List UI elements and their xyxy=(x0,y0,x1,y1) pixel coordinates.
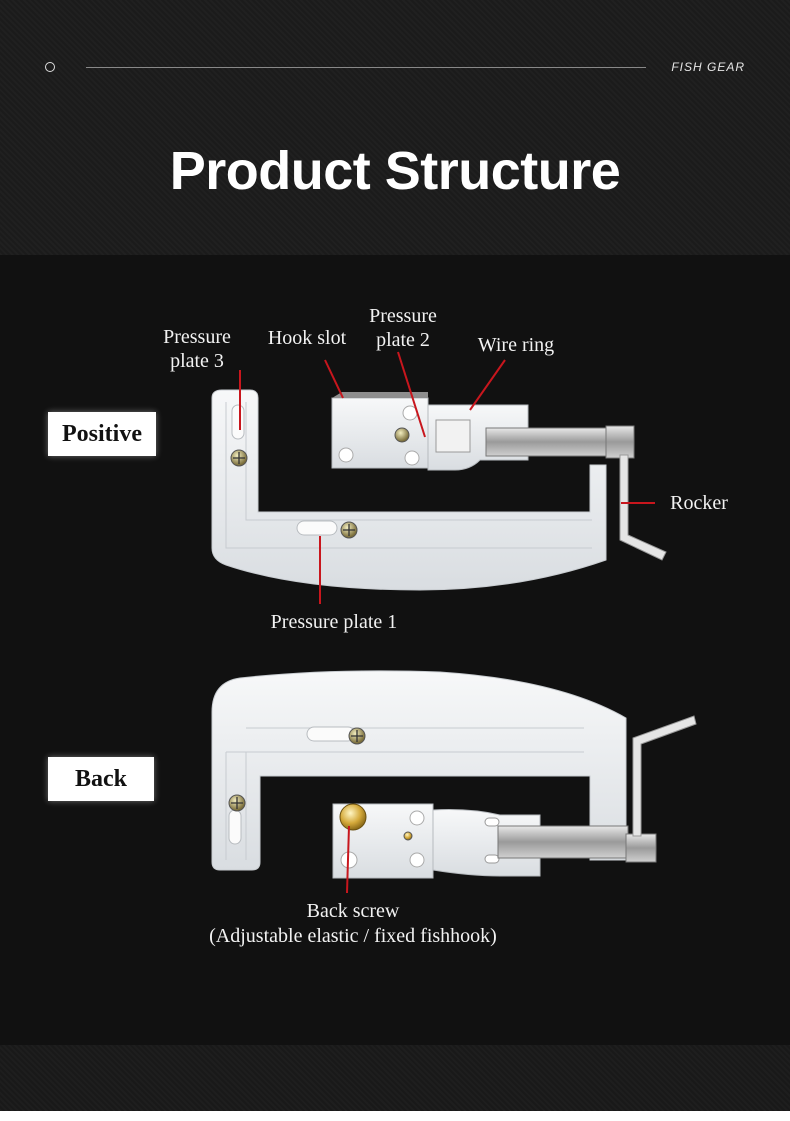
header-band xyxy=(0,0,790,255)
positive-view-tag: Positive xyxy=(48,412,156,456)
brand-label: FISH GEAR xyxy=(671,60,745,74)
label-back-screw-note: (Adjustable elastic / fixed fishhook) xyxy=(209,925,497,947)
label-wire-ring: Wire ring xyxy=(477,334,555,356)
label-pressure-plate-1: Pressure plate 1 xyxy=(270,611,398,633)
diagram-band xyxy=(0,255,790,1045)
positive-tool xyxy=(211,389,667,591)
circle-icon xyxy=(45,62,55,72)
footer-band xyxy=(0,1045,790,1111)
back-callout-lines xyxy=(346,825,350,894)
page-title: Product Structure xyxy=(169,141,621,201)
label-hook-slot: Hook slot xyxy=(267,327,347,349)
footer-strip xyxy=(0,1111,790,1121)
positive-callout-lines xyxy=(239,351,655,604)
label-pressure-plate-3: Pressure plate 3 xyxy=(163,326,231,372)
label-rocker: Rocker xyxy=(670,492,728,514)
back-view-tag: Back xyxy=(48,757,154,801)
header-divider xyxy=(86,67,646,68)
label-pressure-plate-2: Pressure plate 2 xyxy=(369,305,437,351)
label-back-screw: Back screw xyxy=(306,900,400,922)
back-tool xyxy=(211,670,697,879)
